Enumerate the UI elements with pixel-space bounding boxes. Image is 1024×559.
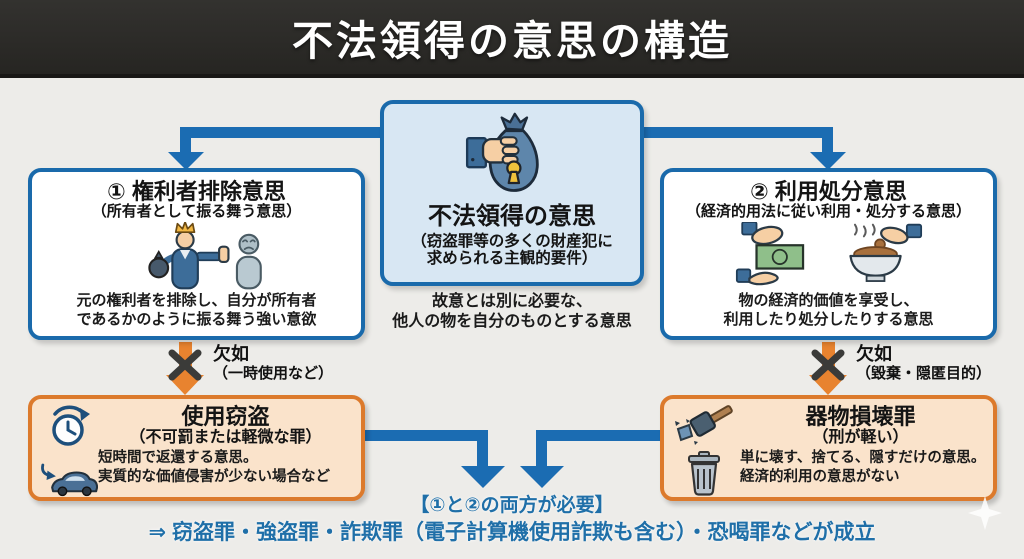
king-excluding-owner-icon xyxy=(147,221,262,290)
sparkle-icon xyxy=(968,496,1002,530)
center-box-title: 不法領得の意思 xyxy=(428,203,596,230)
connector-bottom-left-drop xyxy=(477,430,488,468)
hammer-smashing-icon xyxy=(675,405,733,445)
center-box-unlawful-intent: 不法領得の意思 （窃盗罪等の多くの財産犯に 求められる主観的要件） xyxy=(380,100,644,286)
bottom-right-body-2: 経済的利用の意思がない xyxy=(740,468,900,485)
clock-return-icon xyxy=(52,405,90,446)
bottom-right-body-1: 単に壊す、捨てる、隠すだけの意思。 xyxy=(740,449,986,466)
left-box-subtitle: （所有者として振る舞う意思） xyxy=(91,203,302,221)
bottom-left-box-use-theft: 使用窃盗 （不可罰または軽微な罪） 短時間で返還する意思。 実質的な価値侵害が少… xyxy=(28,395,365,501)
x-mark-left-icon xyxy=(168,349,202,381)
connector-bottom-right-drop xyxy=(536,430,547,468)
hand-giving-money-icon xyxy=(735,221,804,286)
left-box-body-1: 元の権利者を排除し、自分が所有者 xyxy=(76,291,317,309)
bottom-left-body-1: 短時間で返還する意思。 xyxy=(98,449,258,466)
arrowhead-bottom-left xyxy=(461,466,505,488)
connector-bottom-left xyxy=(360,430,488,441)
conclusion-line2: ⇒ 窃盗罪・強盗罪・詐欺罪（電子計算機使用詐欺も含む）・恐喝罪などが成立 xyxy=(148,521,876,544)
center-note-line1: 故意とは別に必要な、 xyxy=(431,293,592,310)
left-box-body-2: であるかのように振る舞う強い意欲 xyxy=(76,311,317,329)
left-box-owner-exclusion: ① 権利者排除意思 （所有者として振る舞う意思） xyxy=(28,168,365,340)
bottom-right-icons xyxy=(672,405,738,497)
lack-left-title: 欠如 xyxy=(213,344,249,364)
page-title: 不法領得の意思の構造 xyxy=(292,18,732,64)
lack-right-note: （毀棄・隠匿目的） xyxy=(856,364,992,382)
connector-top-left xyxy=(180,127,385,138)
center-note: 故意とは別に必要な、 他人の物を自分のものとする意思 xyxy=(330,292,694,332)
arrowhead-bottom-right xyxy=(520,466,564,488)
car-with-arrow-icon xyxy=(41,463,98,497)
arrowhead-to-right-box xyxy=(810,152,846,170)
lack-arrow-left-head xyxy=(166,375,204,395)
bottom-left-body-2: 実質的な価値侵害が少ない場合など xyxy=(98,468,330,485)
left-box-title: ① 権利者排除意思 xyxy=(107,179,286,204)
right-box-title: ② 利用処分意思 xyxy=(750,179,907,204)
right-box-subtitle: （経済的用法に従い利用・処分する意思） xyxy=(685,203,971,221)
lack-label-left: 欠如 （一時使用など） xyxy=(213,344,334,382)
bottom-left-icons xyxy=(40,405,98,497)
center-note-line2: 他人の物を自分のものとする意思 xyxy=(392,313,632,330)
connector-top-left-drop xyxy=(180,127,191,154)
bottom-right-title: 器物損壊罪 xyxy=(805,404,916,429)
bottom-right-subtitle: （刑が軽い） xyxy=(812,429,909,447)
conclusion-line1: 【①と②の両方が必要】 xyxy=(410,495,614,516)
lack-label-right: 欠如 （毀棄・隠匿目的） xyxy=(856,344,992,382)
lack-left-note: （一時使用など） xyxy=(213,364,334,382)
right-box-body-1: 物の経済的価値を享受し、 xyxy=(738,291,919,309)
bottom-right-box-property-damage: 器物損壊罪 （刑が軽い） 単に壊す、捨てる、隠すだけの意思。 経済的利用の意思が… xyxy=(660,395,997,501)
connector-bottom-right xyxy=(536,430,664,441)
trash-can-icon xyxy=(688,451,720,496)
hand-eating-from-bowl-icon xyxy=(848,223,922,282)
center-box-subtitle-2: 求められる主観的要件） xyxy=(426,249,598,267)
bottom-left-title: 使用窃盗 xyxy=(181,404,270,429)
title-bar: 不法領得の意思の構造 xyxy=(0,0,1024,78)
hand-giving-money-and-eating-icon xyxy=(735,221,922,286)
connector-top-right-drop xyxy=(822,127,833,154)
connector-top-right xyxy=(640,127,833,138)
bottom-left-subtitle: （不可罰または軽微な罪） xyxy=(129,429,322,447)
lack-right-title: 欠如 xyxy=(856,344,892,364)
center-box-subtitle-1: （窃盗罪等の多くの財産犯に xyxy=(411,232,613,250)
money-bag-in-hand-icon xyxy=(465,112,539,192)
right-box-body-2: 利用したり処分したりする意思 xyxy=(723,311,934,329)
lack-arrow-right-head xyxy=(809,375,847,395)
arrowhead-to-left-box xyxy=(168,152,204,170)
right-box-use-dispose: ② 利用処分意思 （経済的用法に従い利用・処分する意思） xyxy=(660,168,997,340)
x-mark-right-icon xyxy=(811,349,845,381)
